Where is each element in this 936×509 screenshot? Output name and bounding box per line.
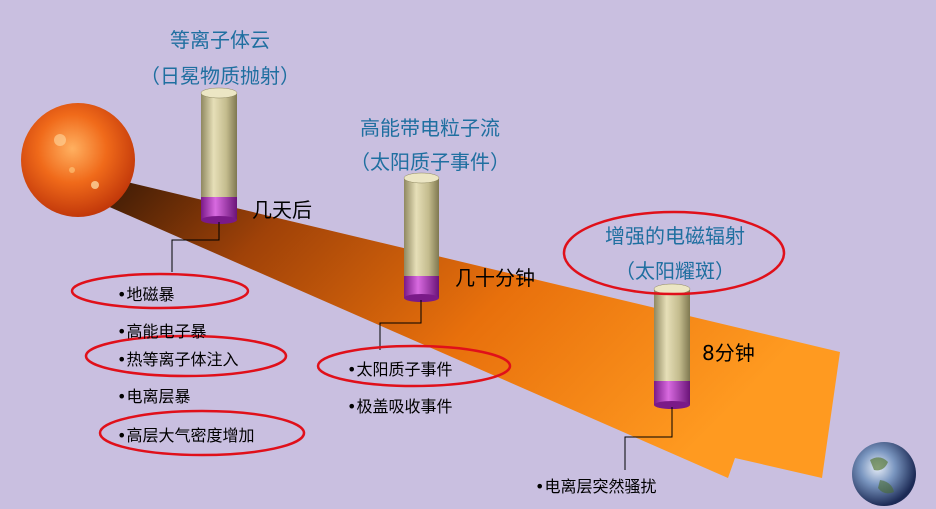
event2-effect-2: •极盖吸收事件 (347, 397, 453, 416)
event1-subtitle: （日冕物质抛射） (140, 64, 300, 88)
event1-effect-4: •电离层暴 (117, 387, 191, 406)
highlight-circle-plasma-injection (84, 334, 288, 378)
event3-effect-1: •电离层突然骚扰 (535, 477, 657, 496)
highlight-circles (70, 210, 786, 457)
event1-time: 几天后 (252, 198, 312, 222)
event1-title: 等离子体云 (170, 28, 270, 52)
event1-effect-2: •高能电子暴 (117, 322, 207, 341)
event2-title: 高能带电粒子流 (360, 116, 500, 140)
connector-lines (171, 222, 673, 470)
event2-time: 几十分钟 (455, 266, 535, 290)
highlight-circle-upper-atmosphere (98, 409, 306, 457)
event2-subtitle: （太阳质子事件） (350, 150, 510, 174)
event3-time: 8分钟 (702, 341, 755, 365)
earth-icon (852, 442, 916, 506)
event1-effect-5: •高层大气密度增加 (117, 426, 255, 445)
event2-effect-1: •太阳质子事件 (347, 360, 453, 379)
highlight-circle-em-radiation (562, 210, 786, 296)
cylinder-plasma-cloud (200, 87, 238, 224)
event1-effect-1: •地磁暴 (117, 285, 175, 304)
cylinder-particle-stream (403, 172, 440, 302)
event3-subtitle: （太阳耀斑） (615, 259, 735, 283)
highlight-circle-proton-event (316, 344, 512, 388)
highlight-circle-geomagnetic-storm (70, 272, 250, 310)
event1-effect-3: •热等离子体注入 (117, 350, 239, 369)
cylinder-em-radiation (653, 283, 691, 409)
sun-icon (21, 103, 135, 217)
event3-title: 增强的电磁辐射 (605, 224, 745, 248)
